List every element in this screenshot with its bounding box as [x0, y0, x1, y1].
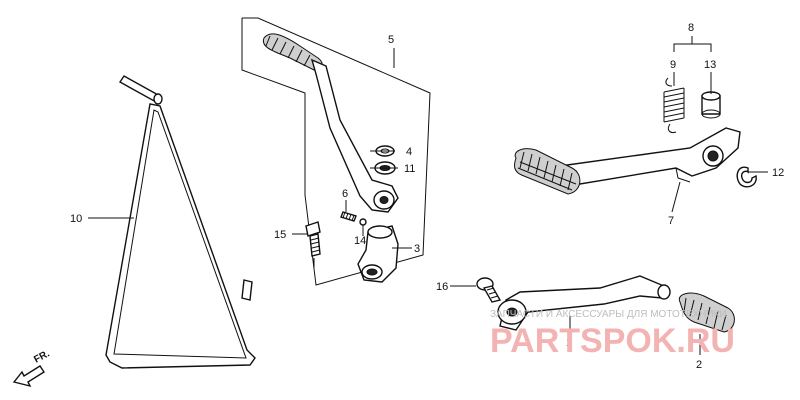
callout-9: 9: [670, 59, 676, 71]
callout-8: 8: [688, 22, 694, 34]
leader-lines: [88, 48, 768, 355]
kick-boss: [357, 225, 399, 283]
watermark-tagline: ЗАПЧАСТИ И АКСЕССУАРЫ ДЛЯ МОТОТЕХНИКИ: [490, 309, 727, 320]
callout-13: 13: [704, 59, 716, 71]
callout-5: 5: [388, 34, 394, 46]
callout-6: 6: [342, 188, 348, 200]
spring-9: [663, 77, 685, 133]
pedal-7: [513, 127, 741, 195]
bolt-16: [476, 277, 502, 303]
watermark-logo: PARTSPOK.RU: [490, 322, 735, 360]
callout-10: 10: [70, 213, 82, 225]
callout-14: 14: [354, 235, 366, 247]
callout-12: 12: [772, 167, 784, 179]
bracket-8: [673, 36, 712, 52]
kickstarter-group-outline: [241, 17, 431, 286]
callout-15: 15: [274, 229, 286, 241]
callout-11: 11: [404, 163, 415, 175]
callouts: 5 4 11 6 14 3 15 10 16 1 2 8 9 13 12 7: [70, 22, 784, 371]
shift-arm-1: [497, 275, 671, 331]
rubber-2: [678, 292, 735, 333]
spring-6: [340, 211, 357, 222]
callout-16: 16: [436, 281, 448, 293]
side-stand: [105, 75, 256, 369]
callout-1: 1: [566, 337, 572, 349]
ball-14: [359, 218, 367, 226]
front-direction-label: FR.: [32, 348, 52, 365]
callout-7: 7: [668, 215, 674, 227]
collar-13: [701, 91, 721, 119]
watermark: ЗАПЧАСТИ И АКСЕССУАРЫ ДЛЯ МОТОТЕХНИКИ PA…: [490, 309, 735, 360]
front-direction-marker: FR.: [12, 348, 52, 388]
kickstarter-arm: [262, 33, 399, 213]
callout-4: 4: [406, 146, 412, 158]
circlip-12: [736, 166, 757, 188]
callout-2: 2: [696, 359, 702, 371]
callout-3: 3: [414, 243, 420, 255]
bolt-15: [305, 221, 321, 257]
